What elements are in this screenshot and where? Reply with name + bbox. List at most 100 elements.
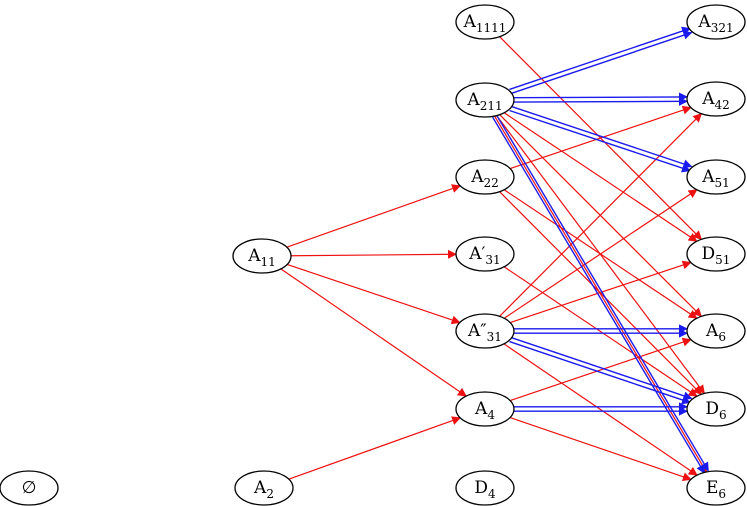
node-label-A2: A2 [253,478,274,501]
node-shape-A4 [455,391,515,427]
node-shape-A22 [455,159,515,195]
node-shape-A1111 [455,4,515,40]
node-shape-A6 [686,313,746,349]
edge-red-A4-E6 [509,416,692,482]
node-label-A42: A42 [701,89,730,112]
node-label-D51: D51 [702,244,731,267]
node-subscript: 51 [715,253,730,267]
edge-red-A11-A31p [290,249,457,259]
node-A31pp: A″31 [455,313,515,349]
node-letter: A′ [468,244,485,264]
node-shape-A42 [686,81,746,117]
node-label-A11: A11 [247,246,276,269]
node-shape-D51 [686,236,746,272]
node-letter: A [253,478,267,498]
node-A321: A321 [686,4,746,40]
node-subscript: 22 [484,176,499,190]
node-letter: A [474,399,488,419]
node-shape-D4 [455,470,515,506]
node-letter: D [705,399,719,419]
node-label-A31p: A′31 [468,244,500,267]
node-subscript: 6 [719,408,727,422]
node-A22: A22 [455,159,515,195]
edge-red-A31pp-D51 [510,260,692,324]
node-shape-A211 [455,82,515,118]
edge-blue-A31pp-D6-2 [509,340,692,405]
node-letter: A [463,12,477,32]
node-letter: A [701,89,715,109]
node-letter: D [474,478,488,498]
node-subscript: 31 [485,253,500,267]
node-label-A1111: A1111 [463,12,507,35]
node-A42: A42 [686,81,746,117]
edge-red-A11-A31pp [286,263,461,325]
node-shape-A31p [455,236,515,272]
node-shape-E6 [686,470,746,506]
edge-blue-A211-A51-2 [509,109,691,173]
edge-blue-A211-A51-1 [510,105,693,169]
node-A6: A6 [686,313,746,349]
edge-blue-A211-A321-1 [509,26,692,91]
node-letter: A″ [467,321,487,341]
node-label-A4: A4 [474,399,495,422]
node-letter: A [466,90,480,110]
node-subscript: 2 [266,487,274,501]
node-label-A321: A321 [697,12,733,35]
node-A31p: A′31 [455,236,515,272]
edge-red-A11-A22 [286,184,462,248]
node-letter: A [705,321,719,341]
nodes-layer: ∅A2A11A1111A211A22A′31A″31A4D4A321A42A51… [0,4,746,506]
edge-red-A31pp-A42 [499,113,703,317]
node-label-A22: A22 [470,167,499,190]
node-shape-A321 [686,4,746,40]
edges-layer [280,26,709,482]
edge-blue-A31pp-D6-1 [510,336,693,401]
edge-blue-A211-A42-1 [513,92,688,102]
node-A2: A2 [234,470,294,506]
node-letter: D [702,244,716,264]
node-subscript: 1111 [476,21,507,35]
edge-blue-A211-A42-2 [514,96,688,106]
node-E6: E6 [686,470,746,506]
node-shape-D6 [686,391,746,427]
node-D4: D4 [455,470,515,506]
node-A1111: A1111 [455,4,515,40]
node-label-A31pp: A″31 [467,321,502,344]
node-label-A211: A211 [466,90,502,113]
node-letter: A [247,246,261,266]
node-shape-A11 [232,238,292,274]
node-empty: ∅ [0,470,59,506]
node-letter: A [470,167,484,187]
node-subscript: 6 [718,330,726,344]
edge-red-A2-A4 [288,416,462,480]
node-D6: D6 [686,391,746,427]
node-label-empty: ∅ [22,478,37,498]
node-shape-empty [0,470,59,506]
node-subscript: 11 [261,255,276,269]
node-subscript: 4 [488,487,496,501]
edge-blue-A211-E6-1 [495,114,709,472]
edge-blue-A211-A321-2 [510,30,693,95]
node-letter: A [701,167,715,187]
node-shape-A51 [686,159,746,195]
node-label-D4: D4 [474,478,496,501]
node-A211: A211 [455,82,515,118]
node-shape-A2 [234,470,294,506]
node-shape-A31pp [455,313,515,349]
edge-red-A31pp-E6 [503,343,698,476]
node-A51: A51 [686,159,746,195]
edge-red-A11-A4 [280,268,467,397]
node-D51: D51 [686,236,746,272]
edge-red-A211-D51 [503,112,698,242]
edge-red-A211-E6 [494,115,707,473]
node-subscript: 321 [711,21,734,35]
node-A11: A11 [232,238,292,274]
node-label-D6: D6 [705,399,726,422]
edge-red-A4-A6 [509,337,692,402]
node-subscript: 4 [487,408,495,422]
node-label-A51: A51 [701,167,730,190]
edge-red-A22-A42 [509,105,692,170]
edge-red-A31p-D6 [503,266,698,397]
node-subscript: 51 [715,176,730,190]
